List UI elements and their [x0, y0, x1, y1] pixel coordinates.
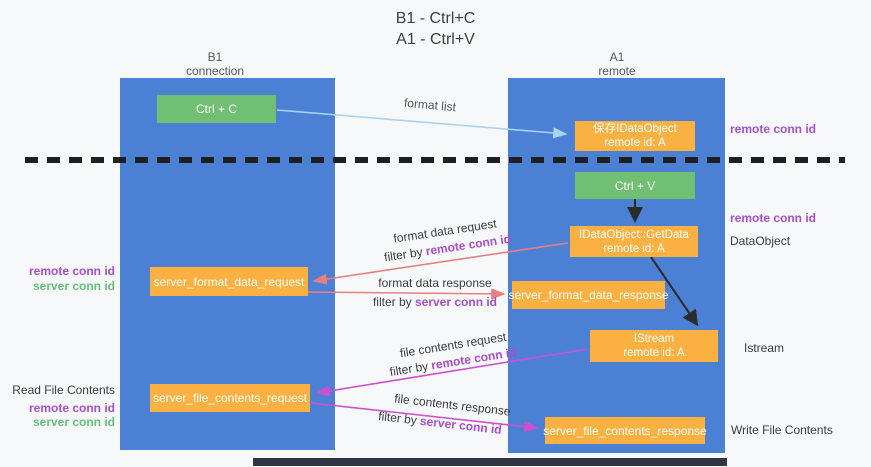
server-format-data-request-box: server_format_data_request — [150, 267, 308, 296]
istream-line2: remote id: A — [623, 347, 685, 359]
istream-line1: IStream — [633, 333, 675, 345]
idataobject-getdata-box: IDataObject::GetData remote id: A — [570, 226, 698, 257]
filter-by-text: filter by — [383, 244, 427, 265]
diagram-title: B1 - Ctrl+C A1 - Ctrl+V — [0, 8, 871, 50]
server-format-data-response-label: server_format_data_response — [508, 288, 669, 302]
remote-conn-id-left-mid: remote conn id — [28, 264, 115, 278]
getdata-line1: IDataObject::GetData — [579, 228, 689, 241]
left-column-header: B1 connection — [155, 50, 275, 78]
remote-conn-id-right-top: remote conn id — [730, 122, 817, 136]
istream-side-label: Istream — [744, 341, 785, 355]
save-idataobject-line2: remote id: A — [604, 137, 666, 149]
filter-by-text: filter by — [388, 358, 433, 379]
dataobject-side-label: DataObject — [730, 234, 791, 248]
server-conn-id-text: server conn id — [414, 295, 498, 309]
save-idataobject-line1: 保存IDataObject — [593, 123, 677, 135]
server-format-data-request-label: server_format_data_request — [153, 274, 305, 289]
right-column-header: A1 remote — [557, 50, 677, 78]
format-data-response-label: format data response — [378, 276, 492, 290]
title-line-1: B1 - Ctrl+C — [395, 10, 476, 27]
format-data-response-arrow — [307, 288, 506, 300]
format-list-label: format list — [403, 95, 457, 115]
left-column-title: B1 — [207, 50, 223, 64]
server-file-contents-response-box: server_file_contents_response — [543, 417, 707, 444]
server-conn-id-text: server conn id — [419, 413, 503, 437]
getdata-line2: remote id: A — [603, 242, 665, 255]
server-conn-id-left-bottom: server conn id — [32, 415, 115, 429]
right-column-title: A1 — [609, 50, 625, 64]
server-conn-id-left-mid: server conn id — [32, 279, 115, 293]
ctrl-c-label: Ctrl + C — [195, 102, 237, 116]
ctrl-c-box: Ctrl + C — [157, 95, 276, 123]
istream-box: IStream remote id: A — [590, 330, 718, 362]
ctrl-v-box: Ctrl + V — [575, 172, 695, 199]
title-line-2: A1 - Ctrl+V — [396, 31, 475, 48]
remote-conn-id-right-mid: remote conn id — [730, 211, 817, 225]
right-column-subtitle: remote — [598, 64, 636, 78]
filter-by-server-conn-id-label-1: filter by server conn id — [350, 295, 520, 309]
remote-conn-id-left-bottom: remote conn id — [28, 401, 115, 415]
bottom-dark-bar — [253, 458, 727, 466]
left-column-subtitle: connection — [185, 64, 245, 78]
server-file-contents-request-box: server_file_contents_request — [150, 384, 310, 412]
filter-by-text: filter by — [372, 295, 415, 309]
write-file-contents-label: Write File Contents — [731, 423, 833, 437]
server-format-data-response-box: server_format_data_response — [508, 281, 669, 309]
server-file-contents-response-label: server_file_contents_response — [543, 423, 707, 438]
filter-by-text: filter by — [377, 409, 421, 428]
server-file-contents-request-label: server_file_contents_request — [152, 391, 308, 405]
read-file-contents-label: Read File Contents — [12, 383, 115, 397]
save-idataobject-box: 保存IDataObject remote id: A — [575, 121, 695, 151]
ctrl-v-label: Ctrl + V — [614, 178, 656, 193]
